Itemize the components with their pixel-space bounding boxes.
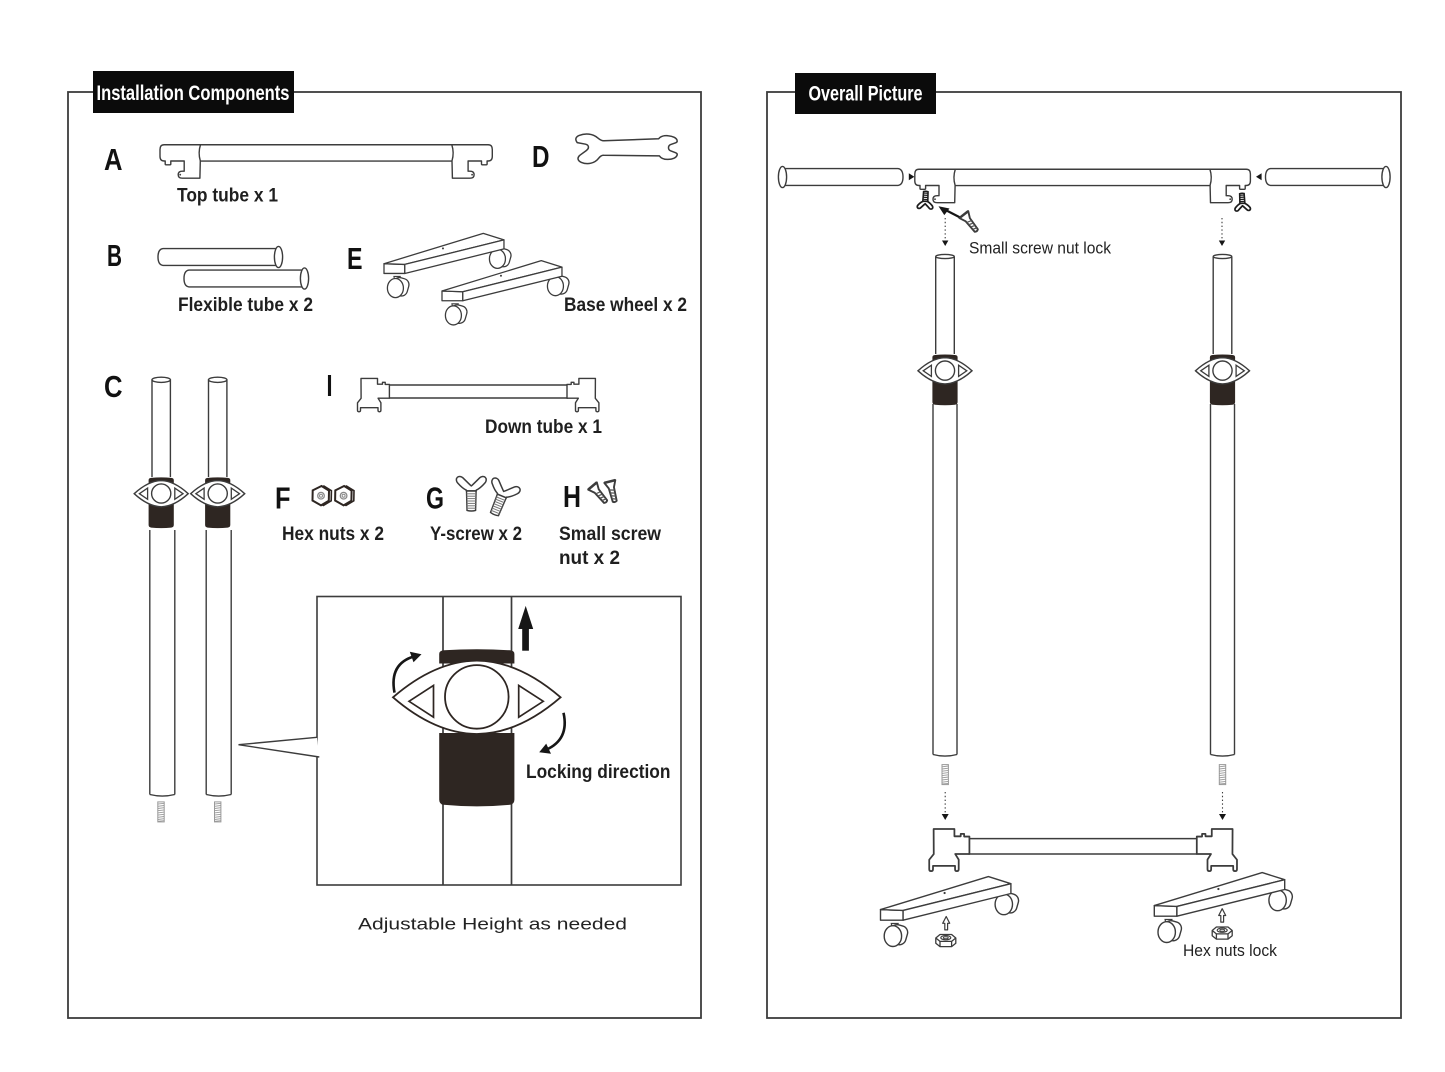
svg-text:C: C [104, 369, 123, 404]
svg-text:D: D [532, 139, 550, 174]
svg-text:Base wheel x 2: Base wheel x 2 [564, 295, 687, 316]
svg-text:Hex nuts lock: Hex nuts lock [1183, 941, 1277, 960]
svg-text:Y-screw x 2: Y-screw x 2 [430, 524, 522, 545]
svg-text:Hex nuts x 2: Hex nuts x 2 [282, 524, 384, 545]
svg-text:F: F [275, 481, 291, 516]
svg-text:A: A [104, 142, 123, 177]
svg-text:Locking direction: Locking direction [526, 762, 671, 783]
svg-text:Overall Picture: Overall Picture [809, 83, 923, 106]
svg-text:Adjustable Height as needed: Adjustable Height as needed [358, 915, 627, 934]
svg-text:Small screw: Small screw [559, 524, 661, 545]
svg-text:Flexible tube x 2: Flexible tube x 2 [178, 295, 313, 316]
svg-text:I: I [327, 368, 333, 403]
svg-text:G: G [426, 481, 444, 516]
svg-text:nut x 2: nut x 2 [559, 548, 620, 569]
svg-text:Installation Components: Installation Components [97, 82, 290, 105]
svg-text:B: B [107, 238, 122, 273]
svg-text:Small screw nut lock: Small screw nut lock [969, 239, 1111, 258]
svg-text:Top tube x 1: Top tube x 1 [177, 186, 278, 207]
svg-text:H: H [563, 479, 581, 514]
svg-text:Down tube x 1: Down tube x 1 [485, 417, 602, 438]
svg-text:E: E [347, 241, 363, 276]
